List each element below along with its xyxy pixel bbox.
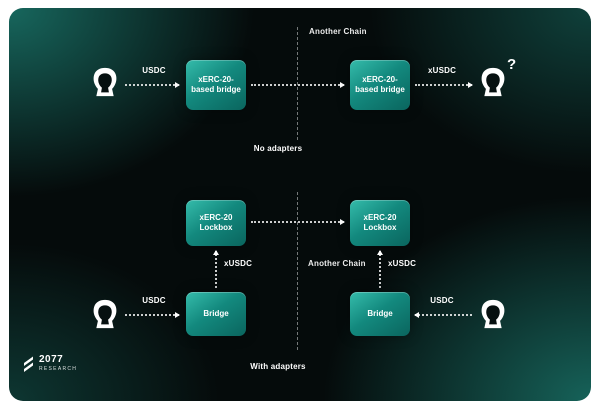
node-lockbox-left: xERC-20 Lockbox (186, 200, 246, 246)
question-mark: ? (507, 56, 517, 73)
node-xerc20-bridge-right: xERC-20-based bridge (350, 60, 410, 110)
person-icon (93, 299, 117, 329)
node-bridge-left: Bridge (186, 292, 246, 336)
user-icon-top-left (90, 66, 120, 98)
logo-icon (24, 356, 33, 372)
another-chain-label-bottom: Another Chain (308, 259, 366, 268)
usdc-label-top: USDC (142, 66, 166, 75)
person-icon (93, 67, 117, 97)
node-xerc20-bridge-left: xERC-20-based bridge (186, 60, 246, 110)
person-icon (481, 299, 505, 329)
xusdc-label-top: xUSDC (427, 66, 457, 75)
caption-no-adapters: No adapters (253, 144, 303, 153)
arrow-user-to-bridge-bottom-left (125, 311, 180, 318)
another-chain-label-top: Another Chain (309, 27, 367, 36)
arrow-bridge-to-lockbox-right (376, 250, 383, 288)
user-icon-top-right (478, 66, 508, 98)
node-bridge-right: Bridge (350, 292, 410, 336)
person-icon (481, 67, 505, 97)
logo-title: 2077 (39, 354, 64, 365)
user-icon-bottom-left (90, 298, 120, 330)
xusdc-label-bottom-left: xUSDC (224, 259, 253, 268)
arrow-bridge-to-bridge-top (251, 81, 345, 88)
logo-text: 2077 RESEARCH (39, 355, 77, 372)
xusdc-label-bottom-right: xUSDC (388, 259, 417, 268)
arrow-bridge-to-user-top (415, 81, 473, 88)
logo-subtitle: RESEARCH (39, 366, 78, 372)
node-lockbox-right: xERC-20 Lockbox (350, 200, 410, 246)
user-icon-bottom-right (478, 298, 508, 330)
usdc-label-bottom-left: USDC (142, 296, 166, 305)
arrow-bridge-to-lockbox-left (212, 250, 219, 288)
logo-2077-research: 2077 RESEARCH (22, 355, 77, 372)
caption-with-adapters: With adapters (250, 362, 306, 371)
arrow-user-to-bridge-bottom-right (414, 311, 472, 318)
arrow-user-to-bridge-top (125, 81, 180, 88)
usdc-label-bottom-right: USDC (430, 296, 454, 305)
chain-divider-top (297, 27, 298, 140)
chain-divider-bottom (297, 192, 298, 350)
arrow-lockbox-to-lockbox (251, 218, 345, 225)
